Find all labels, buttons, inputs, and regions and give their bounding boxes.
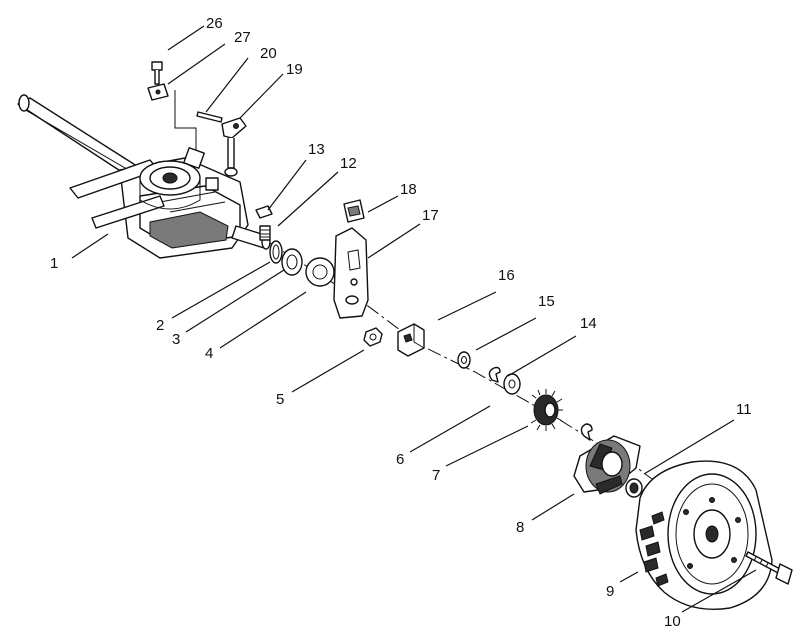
retaining-ring-part-2 [269,240,283,264]
wheel-bolt-part-10 [745,551,793,585]
washer-part-15 [457,351,471,369]
bracket-part-27 [147,83,169,101]
callout-16: 16 [498,267,515,284]
callout-3: 3 [172,331,180,348]
drive-belt [69,159,165,229]
retaining-clip [580,423,593,441]
washer-part-3 [281,248,303,276]
drive-pulley [139,160,201,210]
callout-14: 14 [580,315,597,332]
cap-part-18 [343,199,365,223]
leader-lines [71,25,757,613]
pin-part-20 [196,111,223,123]
callout-18: 18 [400,181,417,198]
wheel-part-9 [635,460,773,610]
callout-4: 4 [205,345,213,362]
callout-6: 6 [396,451,404,468]
washer-part-14 [503,373,521,395]
callout-1: 1 [50,255,58,272]
key-part-13 [255,205,273,219]
callout-labels: 1 2 3 4 5 6 7 8 9 10 11 12 13 14 15 16 1… [50,15,752,630]
drive-shaft [17,94,141,177]
bolt-part-26 [151,61,163,85]
callout-20: 20 [260,45,277,62]
spring-part-12 [259,225,271,241]
axle-bracket [397,323,425,357]
callout-8: 8 [516,519,524,536]
spacer-washer-part-4 [305,257,335,287]
callout-2: 2 [156,317,164,334]
gear-cover-part-8 [573,435,641,495]
e-clip-part-6 [488,366,501,383]
callout-11: 11 [736,401,752,418]
callout-13: 13 [308,141,325,158]
nut-part-5 [363,327,383,347]
pinion-gear-part-7 [530,389,563,431]
callout-19: 19 [286,61,303,78]
bushing-part-11 [625,478,643,498]
callout-26: 26 [206,15,223,32]
adjust-plate-part-17 [333,227,369,319]
callout-15: 15 [538,293,555,310]
callout-12: 12 [340,155,357,172]
callout-7: 7 [432,467,440,484]
callout-9: 9 [606,583,614,600]
assembly-axis [261,237,721,531]
callout-27: 27 [234,29,251,46]
lever-arm-part-19 [221,117,247,177]
callout-5: 5 [276,391,284,408]
callout-17: 17 [422,207,439,224]
callout-10: 10 [664,613,681,630]
